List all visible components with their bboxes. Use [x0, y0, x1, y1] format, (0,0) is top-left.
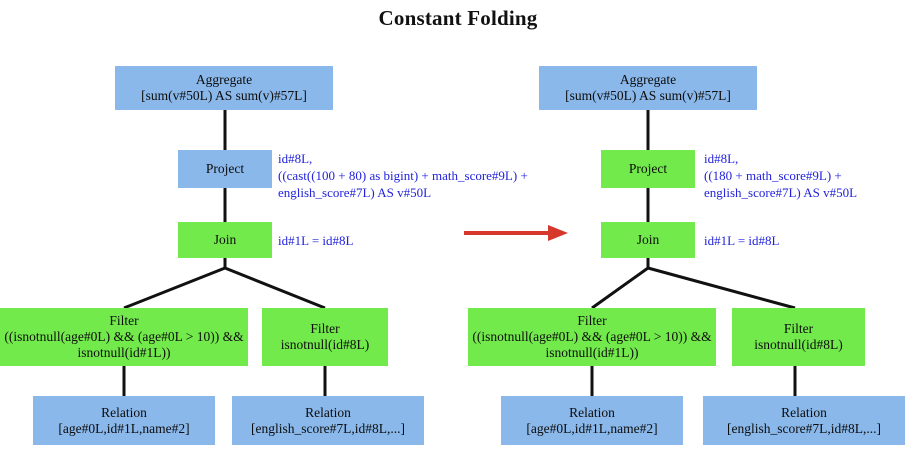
right-filter-left-title: Filter	[577, 312, 607, 328]
right-relation-right-node[interactable]: Relation [english_score#7L,id#8L,...]	[703, 396, 905, 445]
right-relation-left-detail: [age#0L,id#1L,name#2]	[526, 420, 658, 436]
right-aggregate-node[interactable]: Aggregate [sum(v#50L) AS sum(v)#57L]	[539, 66, 757, 110]
left-filter-right-node[interactable]: Filter isnotnull(id#8L)	[262, 308, 388, 366]
left-aggregate-detail: [sum(v#50L) AS sum(v)#57L]	[141, 88, 307, 103]
left-relation-right-node[interactable]: Relation [english_score#7L,id#8L,...]	[232, 396, 424, 445]
left-aggregate-title: Aggregate	[195, 72, 253, 88]
right-filter-right-node[interactable]: Filter isnotnull(id#8L)	[732, 308, 865, 366]
right-relation-right-title: Relation	[781, 404, 827, 420]
left-aggregate-node[interactable]: Aggregate [sum(v#50L) AS sum(v)#57L]	[115, 66, 333, 110]
right-relation-left-node[interactable]: Relation [age#0L,id#1L,name#2]	[501, 396, 683, 445]
left-relation-left-title: Relation	[101, 404, 147, 420]
right-join-node[interactable]: Join	[601, 222, 695, 258]
right-relation-left-title: Relation	[569, 404, 615, 420]
left-project-title: Project	[205, 161, 245, 177]
right-project-annotation: id#8L, ((180 + math_score#9L) + english_…	[704, 151, 858, 201]
left-project-annotation: id#8L, ((cast((100 + 80) as bigint) + ma…	[278, 151, 528, 201]
left-join-annotation: id#1L = id#8L	[278, 233, 354, 248]
right-filter-right-detail: isnotnull(id#8L)	[754, 337, 843, 352]
left-filter-left-title: Filter	[109, 312, 139, 328]
constant-folding-arrow	[464, 225, 568, 241]
right-join-annotation: id#1L = id#8L	[704, 233, 780, 248]
right-filter-right-title: Filter	[783, 321, 814, 337]
left-relation-left-detail: [age#0L,id#1L,name#2]	[58, 420, 190, 436]
left-join-node[interactable]: Join	[178, 222, 272, 258]
left-relation-right-title: Relation	[305, 404, 351, 420]
right-filter-left-node[interactable]: Filter ((isnotnull(age#0L) && (age#0L > …	[468, 308, 716, 366]
right-project-title: Project	[628, 161, 668, 177]
left-relation-right-detail: [english_score#7L,id#8L,...]	[250, 420, 406, 436]
right-join-title: Join	[636, 232, 660, 248]
right-filter-left-detail: ((isnotnull(age#0L) && (age#0L > 10)) &&…	[472, 328, 712, 360]
left-project-node[interactable]: Project	[178, 150, 272, 188]
right-aggregate-title: Aggregate	[619, 72, 677, 88]
right-project-node[interactable]: Project	[601, 150, 695, 188]
left-filter-left-node[interactable]: Filter ((isnotnull(age#0L) && (age#0L > …	[0, 308, 248, 366]
left-filter-left-detail: ((isnotnull(age#0L) && (age#0L > 10)) &&…	[4, 328, 244, 360]
right-aggregate-detail: [sum(v#50L) AS sum(v)#57L]	[565, 88, 731, 103]
left-relation-left-node[interactable]: Relation [age#0L,id#1L,name#2]	[33, 396, 215, 445]
right-relation-right-detail: [english_score#7L,id#8L,...]	[726, 420, 882, 436]
left-filter-right-title: Filter	[310, 321, 340, 337]
page-title: Constant Folding	[378, 6, 538, 30]
left-filter-right-detail: isnotnull(id#8L)	[280, 337, 370, 352]
left-join-title: Join	[213, 232, 237, 248]
